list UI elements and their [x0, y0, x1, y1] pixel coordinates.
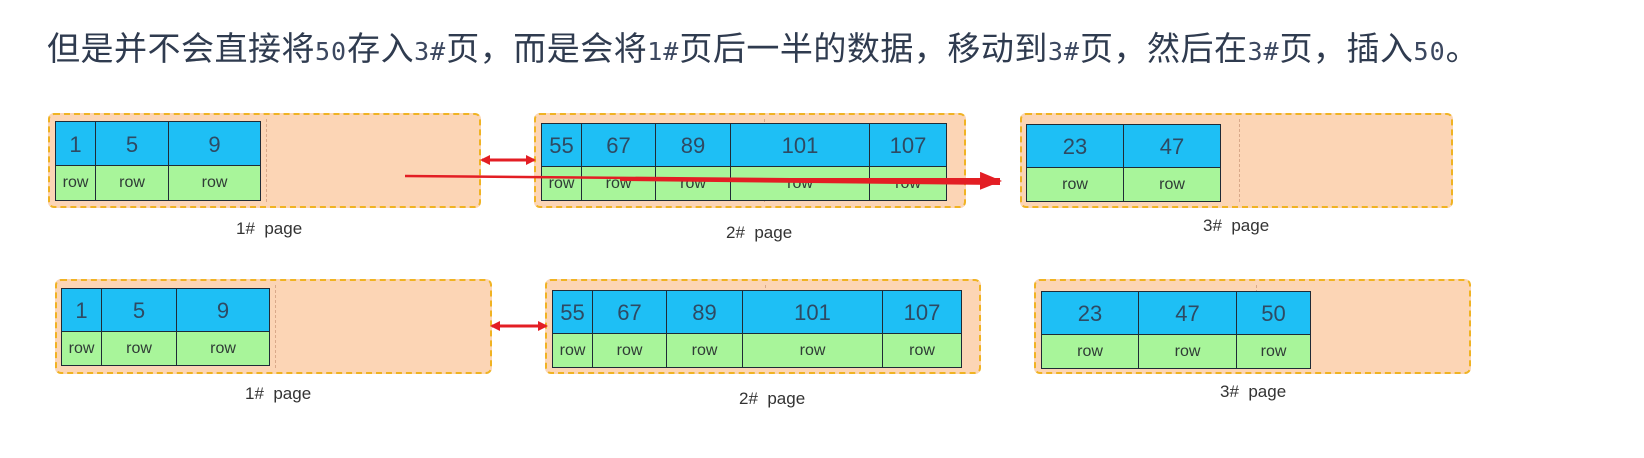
record-key: 101: [743, 291, 882, 335]
heading-part: 。: [1445, 29, 1480, 68]
record-key: 1: [56, 122, 95, 167]
record-key: 89: [656, 124, 730, 168]
record-key: 107: [883, 291, 961, 335]
record-row: row: [1237, 334, 1310, 368]
page-label: 1# page: [245, 384, 312, 403]
heading-part: 1#: [647, 37, 680, 66]
record-key: 1: [62, 289, 101, 333]
record-row: row: [656, 166, 730, 200]
heading-part: 页，而是会将: [446, 29, 648, 68]
record-row: row: [667, 333, 742, 367]
record-key: 55: [553, 291, 592, 335]
page-divider: [1239, 119, 1240, 202]
record-row: row: [102, 331, 176, 365]
record-row: row: [62, 331, 101, 365]
record-row: row: [177, 331, 269, 365]
heading-part: 3#: [1047, 37, 1080, 66]
record-key: 5: [102, 289, 176, 333]
heading-text: 但是并不会直接将50存入3#页，而是会将1#页后一半的数据，移动到3#页，然后在…: [47, 22, 1479, 70]
heading-part: 页后一半的数据，移动到: [679, 29, 1048, 68]
heading-part: 3#: [1247, 37, 1280, 66]
page-divider: [266, 119, 267, 202]
record-key: 5: [96, 122, 168, 167]
page-divider: [275, 285, 276, 368]
record-key: 55: [542, 124, 581, 168]
record-key: 47: [1124, 125, 1220, 169]
record-key: 47: [1139, 292, 1236, 336]
record-row: row: [1124, 167, 1220, 201]
record-row: row: [743, 333, 882, 367]
record-row: row: [593, 333, 666, 367]
page-label: 3# page: [1220, 382, 1287, 401]
record-key: 9: [169, 122, 260, 167]
heading-part: 3#: [414, 37, 447, 66]
record-key: 23: [1042, 292, 1138, 336]
record-key: 50: [1237, 292, 1310, 336]
record-row: row: [1139, 334, 1236, 368]
page-label: 1# page: [236, 219, 303, 238]
record-row: row: [553, 333, 592, 367]
record-key: 23: [1027, 125, 1123, 169]
move-data-arrow-shaft: [620, 178, 1000, 185]
record-row: row: [56, 165, 95, 200]
record-key: 89: [667, 291, 742, 335]
record-row: row: [96, 165, 168, 200]
heading-part: 但是并不会直接将: [47, 29, 315, 68]
heading-part: 50: [1413, 37, 1446, 66]
record-key: 67: [582, 124, 655, 168]
heading-part: 存入: [347, 29, 415, 68]
record-key: 107: [870, 124, 946, 168]
heading-part: 页，插入: [1279, 29, 1414, 68]
page-label: 2# page: [726, 223, 793, 242]
heading-part: 页，然后在: [1079, 29, 1248, 68]
record-row: row: [883, 333, 961, 367]
record-row: row: [169, 165, 260, 200]
page-label: 2# page: [739, 389, 806, 408]
page-label: 3# page: [1203, 216, 1270, 235]
heading-part: 50: [315, 37, 348, 66]
record-row: row: [1027, 167, 1123, 201]
record-row: row: [1042, 334, 1138, 368]
record-key: 101: [731, 124, 869, 168]
record-row: row: [542, 166, 581, 200]
record-key: 67: [593, 291, 666, 335]
record-key: 9: [177, 289, 269, 333]
